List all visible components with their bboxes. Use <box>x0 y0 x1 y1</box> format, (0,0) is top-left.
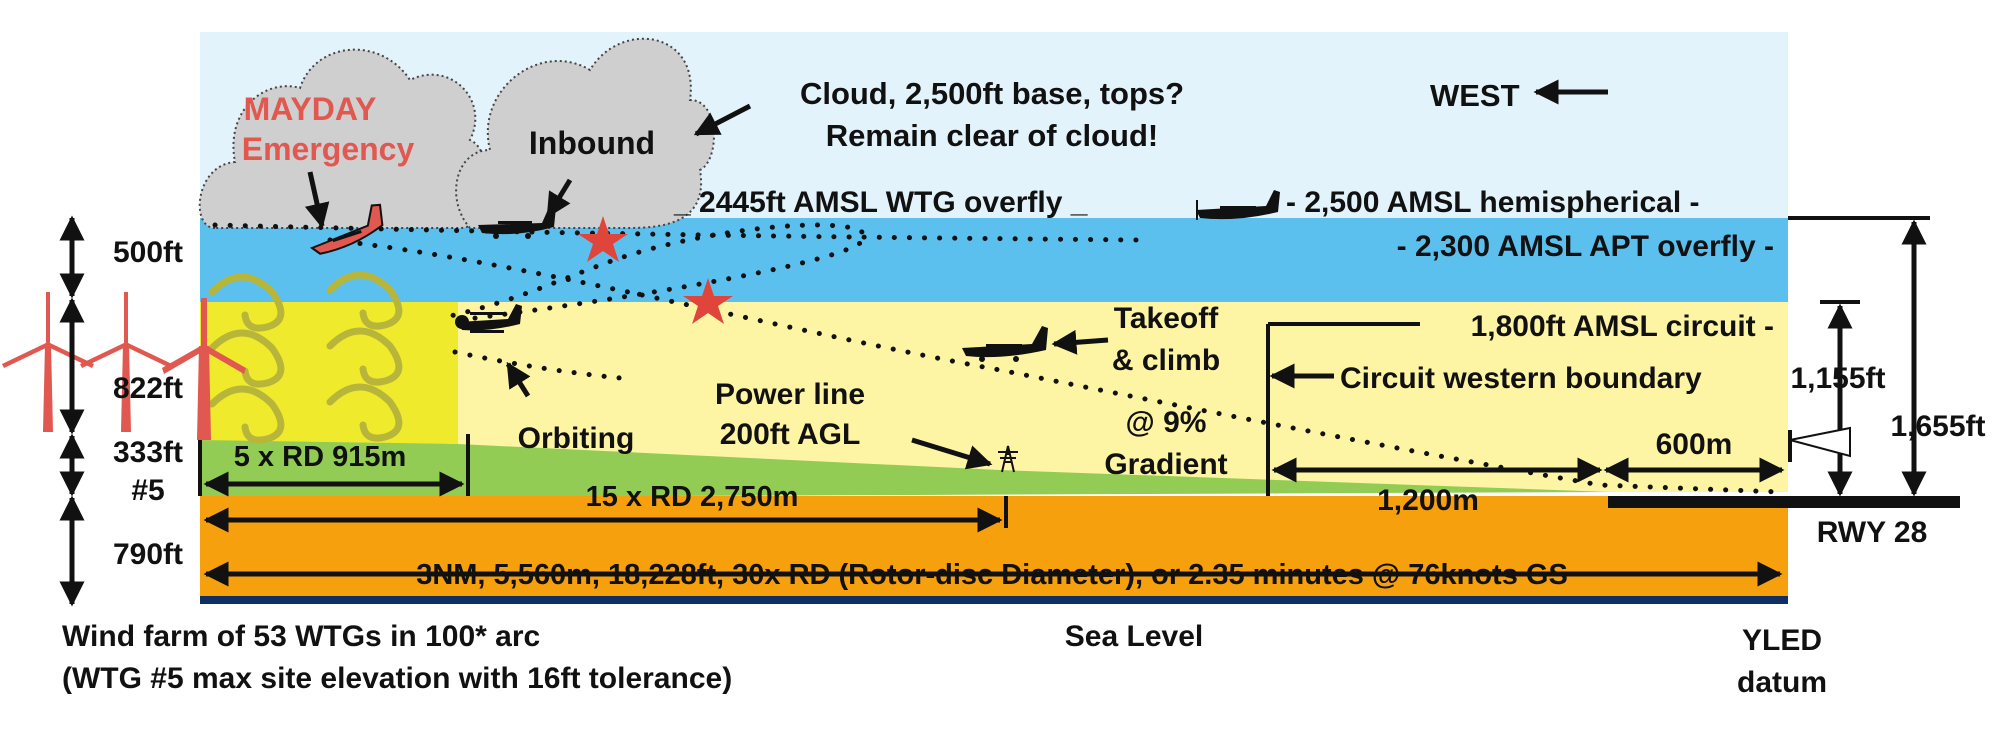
hemispherical-label: - 2,500 AMSL hemispherical - <box>1286 186 1699 219</box>
danger-star-icon <box>683 278 733 324</box>
left-822-label: 822ft <box>113 372 183 405</box>
sea-level-label: Sea Level <box>1065 620 1203 653</box>
inbound-label: Inbound <box>529 125 655 161</box>
emergency-label: Emergency <box>242 131 415 167</box>
diagram-lines <box>198 216 1930 528</box>
windfarm-label-2: (WTG #5 max site elevation with 16ft tol… <box>62 662 732 695</box>
takeoff-aircraft-icon <box>962 326 1048 362</box>
circuit-label: 1,800ft AMSL circuit - <box>1471 310 1774 343</box>
turbulence-swirl <box>208 329 285 388</box>
distance-600-label: 600m <box>1656 428 1733 461</box>
yled-label: YLED <box>1742 624 1822 657</box>
left-333-label: 333ft <box>113 436 183 469</box>
takeoff-arrow <box>1051 329 1109 355</box>
wtg-icon <box>80 292 172 432</box>
wtg-icon <box>2 292 94 432</box>
gradient-label-2: Gradient <box>1104 448 1227 481</box>
runway-28 <box>1608 496 1960 508</box>
turbulence-swirl <box>326 383 403 442</box>
apt-overfly-label: - 2,300 AMSL APT overfly - <box>1397 230 1774 263</box>
right-1155-label: 1,155ft <box>1790 362 1885 395</box>
wind-turbine-icons <box>2 292 246 440</box>
left-500-label: 500ft <box>113 236 183 269</box>
turbulence-swirl <box>326 271 403 330</box>
sea-level-line <box>200 596 1788 604</box>
mayday-aircraft-icon <box>309 203 384 255</box>
rd5-label: 5 x RD 915m <box>234 441 407 473</box>
danger-star-icon <box>578 216 628 262</box>
cloud-icon <box>198 37 715 230</box>
rd15-label: 15 x RD 2,750m <box>586 481 799 513</box>
turbulence-swirl <box>208 385 285 444</box>
arrows <box>59 79 1927 607</box>
wtg-overfly-label: _ 2445ft AMSL WTG overfly _ <box>673 186 1088 219</box>
orbiting-arrow <box>505 361 531 398</box>
turbulence-swirl <box>208 273 285 332</box>
left-790-label: 790ft <box>113 538 183 571</box>
cloud-right <box>455 37 715 230</box>
rwy-label: RWY 28 <box>1817 516 1928 549</box>
flight-paths <box>212 222 1783 495</box>
cloud-arrow <box>693 103 752 137</box>
datum-pointer <box>1789 426 1851 458</box>
power-line-label-1: Power line <box>715 378 865 411</box>
ground-slope <box>200 434 1610 498</box>
power-line-pylon-icon <box>998 445 1018 473</box>
distance-1200-label: 1,200m <box>1377 484 1479 517</box>
orbiting-label: Orbiting <box>518 422 635 455</box>
power-line-label-2: 200ft AGL <box>720 418 861 451</box>
circuit-boundary-label: Circuit western boundary <box>1340 362 1702 395</box>
orbiting-biplane-icon <box>455 304 522 333</box>
wake-turbulence-icons <box>208 271 403 444</box>
inbound-arrow <box>545 178 573 219</box>
datum-label: datum <box>1737 666 1827 699</box>
turbulence-swirl <box>326 327 403 386</box>
power-line-arrow <box>911 437 993 470</box>
wtg5-label: #5 <box>131 474 164 507</box>
bottom-distance-label: 3NM, 5,560m, 18,228ft, 30x RD (Rotor-dis… <box>416 559 1568 591</box>
takeoff-label: Takeoff <box>1114 302 1219 335</box>
cloud-left <box>198 48 489 229</box>
mayday-arrow <box>304 171 330 229</box>
gradient-label-1: @ 9% <box>1126 406 1207 439</box>
hemispherical-aircraft-icon <box>1196 190 1280 220</box>
inbound-aircraft-icon <box>478 205 556 239</box>
cloud-label-2: Remain clear of cloud! <box>826 118 1158 153</box>
mayday-label: MAYDAY <box>244 91 377 127</box>
climb-label: & climb <box>1112 344 1220 377</box>
labels: MAYDAY Emergency Inbound Cloud, 2,500ft … <box>62 76 1986 699</box>
right-1655-label: 1,655ft <box>1890 410 1985 443</box>
west-label: WEST <box>1430 78 1520 113</box>
wtg-5-icon <box>162 298 246 440</box>
windfarm-label-1: Wind farm of 53 WTGs in 100* arc <box>62 620 540 653</box>
wtg-overfly-path <box>212 222 1143 243</box>
cloud-label-1: Cloud, 2,500ft base, tops? <box>800 76 1184 111</box>
